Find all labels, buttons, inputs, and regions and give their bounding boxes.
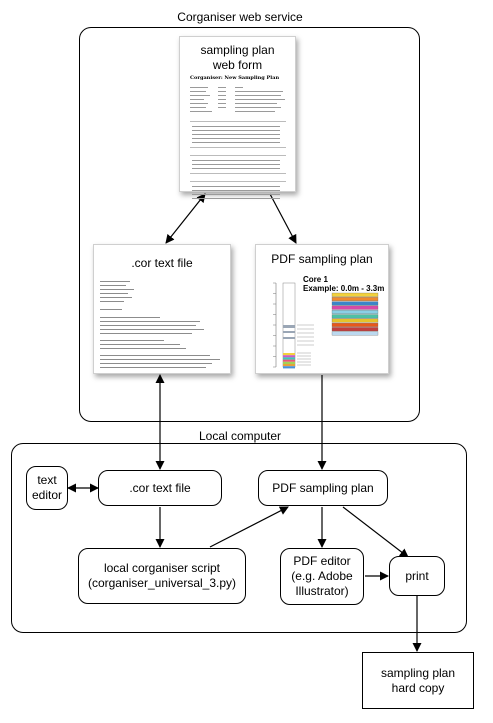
pdf-legend-swatch [331, 322, 379, 327]
edge-webform-to-cor [165, 193, 206, 244]
local-computer-container [11, 443, 467, 633]
pdf-editor-label: PDF editor (e.g. Adobe Illustrator) [291, 554, 353, 598]
cor-text-file-local-label: .cor text file [129, 480, 191, 495]
pdf-legend-swatch [331, 305, 379, 310]
pdf-legend-swatch [331, 331, 379, 336]
pdf-legend-swatch [331, 327, 379, 332]
pdf-sampling-plan-local-label: PDF sampling plan [272, 480, 374, 495]
edge-pdf-to-print [342, 506, 409, 558]
text-editor-label: text editor [31, 473, 63, 502]
edge-webform-to-pdf [269, 193, 297, 244]
pdf-sampling-plan-web: PDF sampling plan Core 1 Example: 0.0m -… [255, 244, 389, 374]
local-script-label: local corganiser script (corganiser_univ… [87, 561, 237, 590]
print-node: print [389, 556, 445, 596]
pdf-core-segment [283, 364, 295, 367]
pdf-sampling-plan-local-node: PDF sampling plan [258, 470, 388, 506]
pdf-legend-swatch [331, 318, 379, 323]
print-label: print [405, 568, 429, 583]
cor-text-file-local-node: .cor text file [98, 470, 222, 506]
cor-text-file-web: .cor text file [93, 244, 231, 374]
pdf-legend-swatch [331, 292, 379, 297]
web-service-container [79, 27, 420, 422]
cor-text-file-web-title: .cor text file [131, 256, 193, 270]
pdf-core-segment [283, 355, 295, 358]
pdf-core-thumbnail [273, 282, 379, 369]
pdf-core-segment [283, 353, 295, 356]
pdf-sampling-plan-web-title: PDF sampling plan [271, 252, 373, 266]
local-script-node: local corganiser script (corganiser_univ… [78, 548, 246, 604]
hard-copy-node: sampling plan hard copy [362, 652, 474, 709]
pdf-core-segment [283, 359, 295, 362]
text-editor-node: text editor [26, 466, 68, 510]
pdf-legend-swatch [331, 301, 379, 306]
pdf-core-title: Core 1 [303, 275, 328, 284]
web-service-group-label: Corganiser web service [177, 10, 303, 24]
pdf-legend-swatch [331, 314, 379, 319]
sampling-plan-web-form: sampling plan web form Corganiser: New S… [179, 36, 296, 199]
edge-script-to-pdf [209, 506, 289, 548]
pdf-editor-node: PDF editor (e.g. Adobe Illustrator) [280, 548, 364, 605]
pdf-core-section-marker [283, 337, 295, 339]
pdf-core-example: Example: 0.0m - 3.3m [303, 284, 385, 293]
pdf-legend-swatch [331, 297, 379, 302]
pdf-core-segment [283, 361, 295, 364]
pdf-core-segment [283, 357, 295, 360]
web-form-title: sampling plan web form [200, 43, 275, 72]
local-computer-group-label: Local computer [198, 429, 282, 443]
web-form-heading: Corganiser: New Sampling Plan [190, 75, 280, 81]
hard-copy-label: sampling plan hard copy [380, 665, 456, 695]
pdf-core-section-marker [283, 325, 295, 328]
pdf-core-segment [283, 366, 295, 369]
pdf-legend-swatch [331, 310, 379, 314]
pdf-core-section-marker [283, 331, 295, 333]
